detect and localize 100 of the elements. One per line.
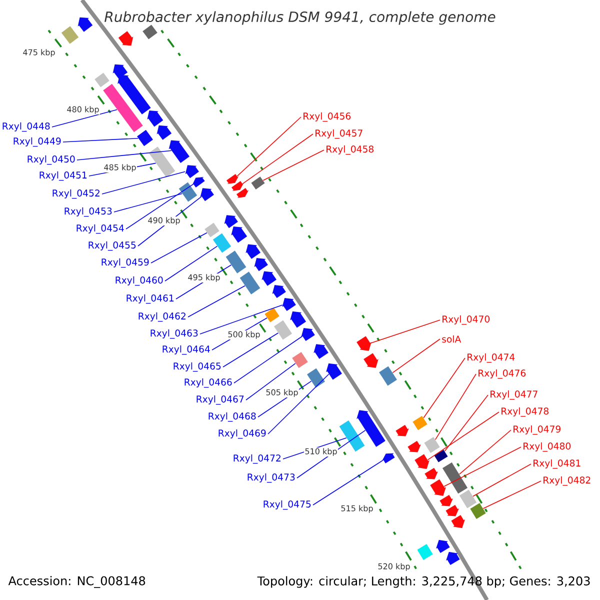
gene-label: Rxyl_0451 xyxy=(40,171,87,181)
gene-block xyxy=(446,552,460,565)
gene-block xyxy=(262,271,276,286)
gene-label: Rxyl_0479 xyxy=(514,425,560,435)
gene-block xyxy=(231,226,248,243)
leader-line xyxy=(188,285,246,318)
gene-block xyxy=(185,165,199,178)
gene-label: Rxyl_0455 xyxy=(88,241,136,251)
gene-block xyxy=(272,285,286,298)
gene-label: Rxyl_0478 xyxy=(502,407,548,417)
leader-line xyxy=(459,430,512,475)
gene-label: Rxyl_0466 xyxy=(184,378,232,388)
scale-label: 510 kbp xyxy=(304,447,338,457)
scale-label: 520 kbp xyxy=(377,562,411,572)
gene-block xyxy=(232,180,244,192)
gene-label: solA xyxy=(442,335,462,343)
gene-label: Rxyl_0477 xyxy=(490,390,538,400)
gene-label: Rxyl_0464 xyxy=(162,345,210,355)
scale-label: 475 kbp xyxy=(22,48,56,58)
gene-block xyxy=(224,215,238,228)
gene-box xyxy=(142,24,158,40)
gene-label: Rxyl_0474 xyxy=(468,353,515,363)
leader-line xyxy=(200,304,283,334)
leader-line xyxy=(76,150,172,160)
gene-label: Rxyl_0475 xyxy=(264,500,311,510)
leader-line xyxy=(312,460,384,506)
gene-block xyxy=(254,258,268,272)
leader-line xyxy=(262,150,324,181)
gene-label: Rxyl_0459 xyxy=(102,258,149,268)
gene-label: Rxyl_0448 xyxy=(2,122,50,132)
gene-block xyxy=(282,298,296,312)
gene-label: Rxyl_0463 xyxy=(150,329,198,339)
scale-label: 485 kbp xyxy=(103,163,137,173)
scale-label: 480 kbp xyxy=(66,105,100,115)
leader-line xyxy=(102,171,186,194)
gene-box xyxy=(339,420,365,452)
leader-line xyxy=(150,232,208,264)
gene-box xyxy=(274,320,292,340)
gene-label: Rxyl_0461 xyxy=(126,294,174,304)
gene-box xyxy=(442,462,468,494)
gene-label: Rxyl_0456 xyxy=(304,112,351,122)
leader-line xyxy=(427,412,500,460)
leader-line xyxy=(444,446,522,487)
leader-line xyxy=(482,480,542,509)
leader-line xyxy=(268,374,330,434)
gene-box xyxy=(307,368,325,388)
leader-line xyxy=(52,109,118,128)
gene-box xyxy=(148,146,176,178)
leader-line xyxy=(472,464,532,497)
gene-block xyxy=(314,344,328,359)
gene-box xyxy=(417,544,433,560)
leader-line xyxy=(236,116,302,176)
gene-box xyxy=(251,176,265,190)
gene-label: Rxyl_0457 xyxy=(316,129,362,139)
gene-block xyxy=(364,353,378,368)
leader-line xyxy=(392,338,440,374)
scale-label: 515 kbp xyxy=(340,504,374,514)
gene-block xyxy=(440,494,453,506)
gene-block xyxy=(192,176,205,188)
leader-line xyxy=(222,332,279,368)
gene-label: Rxyl_0480 xyxy=(524,442,571,452)
gene-label: Rxyl_0467 xyxy=(196,395,244,405)
gene-label: Rxyl_0472 xyxy=(234,454,280,464)
gene-block xyxy=(326,363,342,380)
gene-box xyxy=(204,222,220,238)
gene-box xyxy=(103,84,143,132)
scale-label: 495 kbp xyxy=(187,273,221,283)
gene-block xyxy=(236,188,249,198)
gene-block xyxy=(156,125,172,140)
gene-block xyxy=(424,468,438,480)
gene-box xyxy=(264,308,280,322)
gene-block xyxy=(290,311,306,328)
gene-box xyxy=(226,250,246,274)
gene-label: Rxyl_0454 xyxy=(76,224,124,234)
gene-box xyxy=(470,503,486,519)
gene-box xyxy=(434,450,448,462)
gene-box xyxy=(240,272,260,294)
title: Rubrobacter xylanophilus DSM 9941, complete genome xyxy=(104,11,496,25)
scale-label: 490 kbp xyxy=(147,216,181,226)
gene-label: Rxyl_0449 xyxy=(14,137,61,147)
gene-box xyxy=(292,352,308,368)
gene-label: Rxyl_0473 xyxy=(248,473,295,483)
gene-block xyxy=(436,540,450,553)
gene-block xyxy=(112,64,128,79)
gene-block xyxy=(301,328,315,342)
leader-line xyxy=(62,138,139,142)
gene-label: Rxyl_0470 xyxy=(442,315,490,325)
leader-line xyxy=(114,193,182,212)
leader-line xyxy=(164,246,218,282)
gene-box xyxy=(459,490,477,508)
gene-block xyxy=(78,17,93,32)
gene-block xyxy=(451,515,465,528)
gene-block xyxy=(246,244,261,259)
gene-box xyxy=(178,182,198,202)
gene-label: Rxyl_0462 xyxy=(138,312,186,322)
gene-block xyxy=(356,410,386,447)
leader-line xyxy=(234,336,303,384)
gene-block xyxy=(200,188,214,202)
gene-block xyxy=(118,31,134,46)
gene-box xyxy=(379,366,397,386)
